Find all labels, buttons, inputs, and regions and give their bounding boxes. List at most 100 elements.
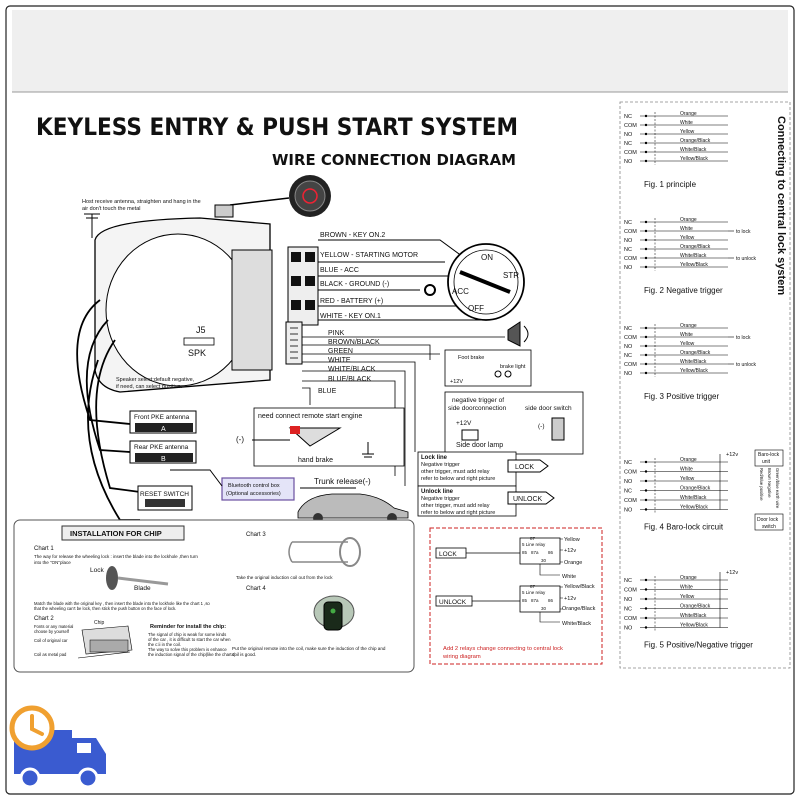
relay-note-2: wiring diagram bbox=[442, 654, 481, 660]
wire-color-label: White/Black bbox=[680, 253, 707, 259]
wire-color-label: Yellow/Black bbox=[680, 262, 708, 268]
terminal-dot bbox=[644, 344, 648, 348]
chip-note-4: Coil as metal pad bbox=[34, 652, 67, 657]
chart3-label: Chart 3 bbox=[246, 532, 266, 538]
ignition-off: OFF bbox=[468, 304, 484, 313]
terminal-label: NC bbox=[624, 578, 632, 584]
unlock-arrow: UNLOCK bbox=[513, 496, 543, 503]
wire-color-label: Orange/Black bbox=[680, 486, 711, 492]
terminal-dot bbox=[644, 479, 648, 483]
terminal-dot bbox=[644, 220, 648, 224]
chart1-label: Chart 1 bbox=[34, 546, 54, 552]
wire-color-label: Orange bbox=[680, 323, 697, 329]
relay1-pin-85: 85 bbox=[522, 550, 528, 555]
baro-lock-unit-box bbox=[754, 449, 784, 467]
terminal-label: NC bbox=[624, 460, 632, 466]
terminal-dot bbox=[644, 489, 648, 492]
relay2-pin-87: 87 bbox=[530, 584, 536, 589]
relay2-orange-black: Orange/Black bbox=[562, 606, 596, 612]
reminder-1: The signal of chip is weak for some kind… bbox=[148, 632, 226, 637]
wire-red: RED - BATTERY (+) bbox=[320, 298, 383, 305]
reminder-title: Reminder for install the chip: bbox=[150, 624, 226, 630]
terminal-label: COM bbox=[624, 616, 637, 622]
door-lock-switch-box bbox=[754, 513, 784, 531]
wire-pink: PINK bbox=[328, 330, 345, 337]
terminal-label: NC bbox=[624, 114, 632, 120]
terminal-dot bbox=[644, 229, 648, 233]
wire-yellow: YELLOW - STARTING MOTOR bbox=[320, 252, 418, 259]
terminal-dot bbox=[644, 141, 648, 145]
terminal-label: NO bbox=[624, 238, 633, 244]
remote-start-note: need connect remote start engine bbox=[258, 413, 362, 420]
relay1-orange: Orange bbox=[564, 560, 582, 566]
antenna-note-2: air don't touch the metal bbox=[82, 206, 141, 212]
relay-note: Add 2 relays change connecting to centra… bbox=[443, 646, 563, 652]
chart1-note-2: that the wheeling can't be lock, then st… bbox=[34, 606, 176, 611]
unlock-line-1: Negative trigger bbox=[421, 496, 460, 502]
front-antenna-tag: A bbox=[161, 426, 166, 433]
terminal-dot bbox=[644, 362, 648, 366]
terminal-label: NO bbox=[624, 159, 633, 165]
plus-12v-label: +12v bbox=[726, 452, 738, 458]
relay2-white-black: White/Black bbox=[562, 621, 591, 627]
lock-illustration bbox=[106, 566, 169, 590]
door-switch-label: side door switch bbox=[525, 405, 572, 412]
terminal-dot bbox=[644, 256, 648, 260]
wire-color-label: Orange/Black bbox=[680, 138, 711, 144]
chart1-text-2: into the "ON"place bbox=[34, 560, 71, 565]
terminal-label: COM bbox=[624, 123, 637, 129]
unlock-line-2: other trigger, must add relay bbox=[421, 503, 490, 509]
terminal-dot bbox=[644, 616, 648, 620]
baro-unit-label-2: unit bbox=[762, 459, 771, 465]
central-lock-heading: Connecting to central lock system bbox=[775, 116, 787, 295]
door-minus-label: (-) bbox=[538, 423, 545, 430]
reminder-5: the induction signal of the chip(like th… bbox=[148, 652, 236, 657]
baro-wire-label: Green/blue earth wire bbox=[775, 468, 780, 509]
terminal-dot bbox=[644, 460, 648, 464]
terminal-label: NO bbox=[624, 626, 633, 632]
terminal-label: NO bbox=[624, 265, 633, 271]
relay1-white: White bbox=[562, 574, 576, 580]
wire-blue-black: BLUE/BLACK bbox=[328, 376, 372, 383]
figure-caption: Fig. 5 Positive/Negative trigger bbox=[644, 641, 753, 650]
lock-line-1: Negative trigger bbox=[421, 462, 460, 468]
terminal-label: NC bbox=[624, 607, 632, 613]
bluetooth-box: Bluetooth control box bbox=[228, 483, 280, 489]
lock-line-title: Lock line bbox=[421, 455, 448, 461]
page-subtitle: WIRE CONNECTION DIAGRAM bbox=[272, 151, 516, 169]
wire-brown: BROWN - KEY ON.2 bbox=[320, 232, 385, 239]
blade-label: Blade bbox=[134, 585, 151, 592]
terminal-label: NC bbox=[624, 326, 632, 332]
to-unlock-label: to unlock bbox=[736, 362, 757, 368]
terminal-label: COM bbox=[624, 335, 637, 341]
lock-arrow: LOCK bbox=[515, 464, 534, 471]
chart3-note: Take the original induction coil out fro… bbox=[236, 575, 333, 580]
wire-color-label: White bbox=[680, 332, 693, 338]
relay2-pin-86: 86 bbox=[548, 598, 554, 603]
speaker-note: Speaker select:default negative, bbox=[116, 377, 195, 383]
terminal-dot bbox=[644, 626, 648, 629]
wire-blue-2: BLUE bbox=[318, 388, 337, 395]
terminal-label: COM bbox=[624, 470, 637, 476]
relay2-label: 5 Line relay bbox=[522, 590, 546, 595]
relay1-label: 5 Line relay bbox=[522, 542, 546, 547]
chip-note-3: Coil of original car bbox=[34, 638, 68, 643]
terminal-label: COM bbox=[624, 362, 637, 368]
page-title: KEYLESS ENTRY & PUSH START SYSTEM bbox=[36, 113, 518, 141]
terminal-dot bbox=[644, 578, 648, 582]
relay-unlock-label: UNLOCK bbox=[439, 599, 467, 606]
terminal-dot bbox=[644, 114, 648, 118]
relay1-pin-87a: 87a bbox=[531, 550, 539, 555]
terminal-dot bbox=[644, 123, 648, 127]
chart4-note-2: coil is good. bbox=[232, 652, 256, 657]
chip-note-2: choose by yourself bbox=[34, 629, 70, 634]
wire-color-label: White/Black bbox=[680, 147, 707, 153]
wire-color-label: White/Black bbox=[680, 359, 707, 365]
rear-antenna-tag: B bbox=[161, 456, 166, 463]
lock-line-2: other trigger, must add relay bbox=[421, 469, 490, 475]
terminal-dot bbox=[644, 607, 648, 610]
terminal-label: COM bbox=[624, 498, 637, 504]
chip-label: Chip bbox=[94, 620, 105, 626]
relay1-pin-30: 30 bbox=[541, 558, 547, 563]
